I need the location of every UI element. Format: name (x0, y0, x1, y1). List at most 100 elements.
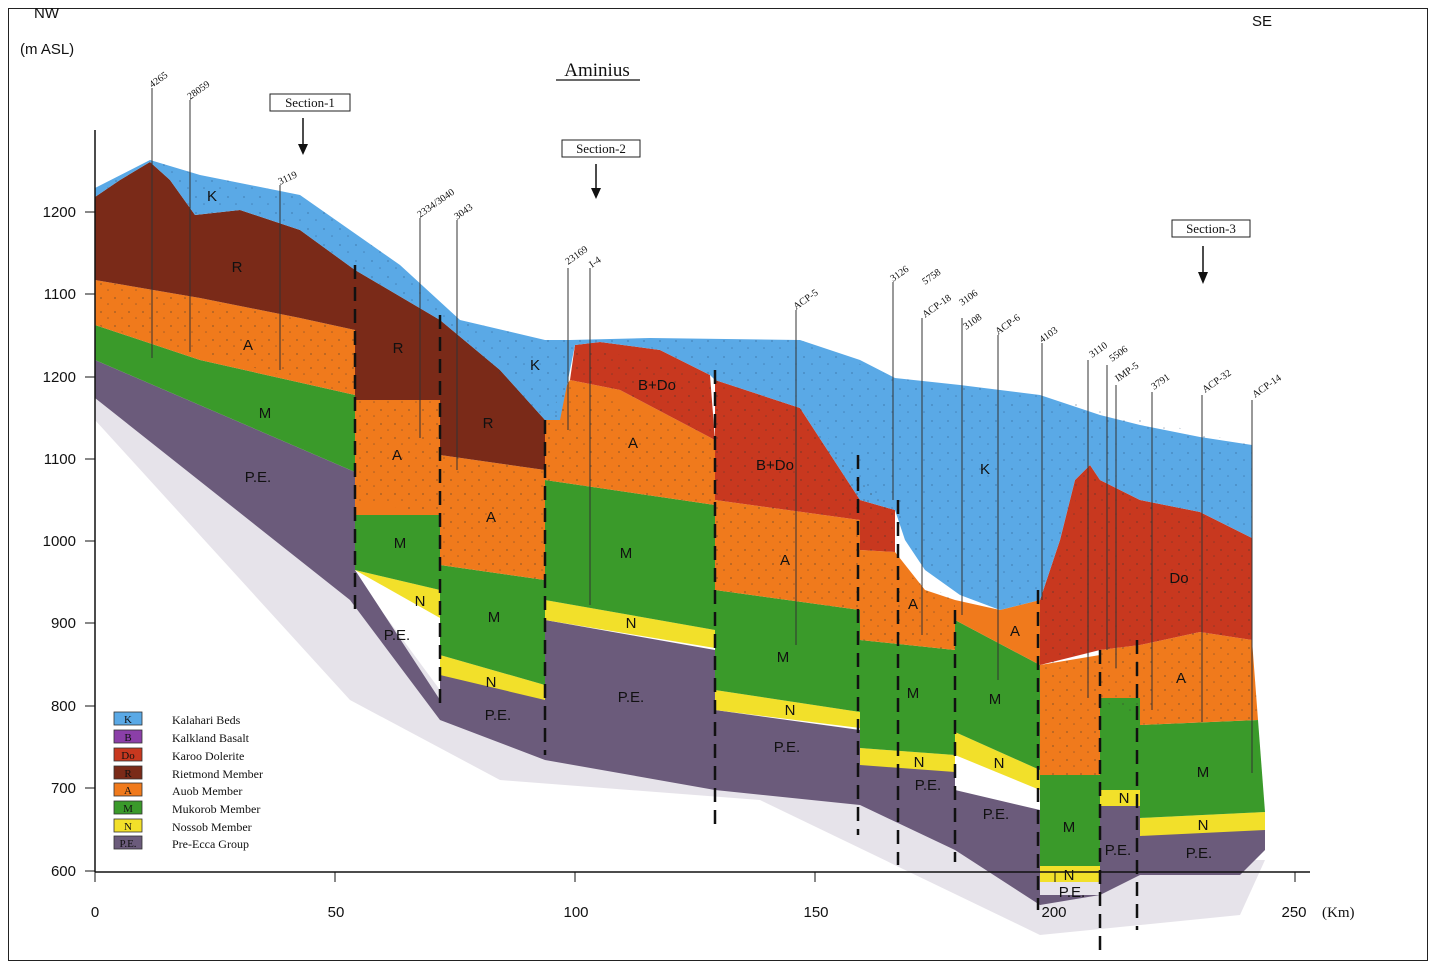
legend-label: Rietmond Member (172, 767, 263, 781)
unit-label: M (989, 691, 1002, 708)
y-tick-label: 1200 (43, 204, 76, 221)
legend-item: R Rietmond Member (113, 765, 263, 781)
unit-label: N (1064, 867, 1075, 884)
down-arrow-icon (298, 144, 308, 155)
mukorob-layer-4 (545, 480, 715, 630)
unit-label: R (232, 259, 243, 276)
unit-label: A (392, 447, 402, 464)
down-arrow-icon (591, 188, 601, 199)
unit-label: M (259, 405, 272, 422)
y-tick-label: 800 (51, 698, 76, 715)
borehole-label: I-4 (587, 255, 603, 271)
nossob-layer-1 (355, 570, 440, 618)
unit-label: K (980, 461, 990, 478)
borehole-label: ACP-6 (993, 313, 1022, 338)
legend-label: Pre-Ecca Group (172, 837, 249, 851)
y-tick-label: 1000 (43, 533, 76, 550)
nossob-layer-4 (715, 690, 860, 728)
mukorob-layer-10 (1140, 720, 1265, 818)
borehole-label: 5506 (1107, 344, 1130, 364)
unit-label: N (626, 615, 637, 632)
legend-item: P.E. Pre-Ecca Group (113, 835, 249, 851)
legend-item: N Nossob Member (113, 818, 252, 834)
mukorob-layer-3 (440, 565, 545, 685)
mukorob-layer-1 (95, 325, 355, 472)
unit-label: P.E. (245, 469, 271, 486)
unit-label: R (483, 415, 494, 432)
legend-code: Do (121, 750, 135, 762)
borehole-label: ACP-14 (1250, 373, 1283, 401)
unit-label: K (530, 357, 540, 374)
borehole-label: 3106 (957, 288, 980, 308)
rietmond-layer-1 (95, 162, 355, 330)
borehole-label: ACP-5 (791, 288, 820, 313)
legend-label: Auob Member (172, 784, 242, 798)
legend-code: A (124, 785, 132, 797)
rietmond-layer-2 (355, 270, 440, 400)
unit-label: P.E. (1186, 845, 1212, 862)
section-shadow (95, 390, 1265, 935)
legend-code: K (124, 714, 132, 726)
mukorob-layer-6 (860, 640, 955, 755)
borehole-label: 2334/3040 (415, 187, 456, 221)
borehole-label: 4103 (1037, 325, 1060, 345)
nossob-layer-8 (1100, 790, 1140, 806)
x-tick-label: 50 (328, 904, 345, 921)
unit-label: A (1010, 623, 1020, 640)
legend-label: Mukorob Member (172, 802, 260, 816)
unit-label: B+Do (638, 377, 676, 394)
x-axis: 0 50 100 150 200 250 (Km) (91, 871, 1355, 921)
legend-item: M Mukorob Member (113, 800, 260, 816)
unit-label: M (777, 649, 790, 666)
unit-label: N (914, 754, 925, 771)
legend-item: Do Karoo Dolerite (113, 747, 244, 763)
unit-label: Do (1169, 570, 1188, 587)
unit-label: R (393, 340, 404, 357)
legend-code: M (123, 803, 133, 815)
borehole-label: 3043 (452, 202, 475, 222)
unit-label: A (1176, 670, 1186, 687)
unit-label: P.E. (384, 627, 410, 644)
y-tick-label: 600 (51, 863, 76, 880)
borehole-label: 3126 (888, 264, 911, 284)
nossob-layer-2 (440, 655, 545, 700)
unit-label: M (1197, 764, 1210, 781)
borehole-label: 5758 (920, 267, 943, 287)
mukorob-layer-7 (955, 620, 1040, 770)
unit-label: P.E. (618, 689, 644, 706)
unit-label: B+Do (756, 457, 794, 474)
section-box (561, 139, 641, 158)
y-axis-unit: (m ASL) (20, 41, 74, 58)
borehole-label: 28059 (185, 79, 212, 102)
rietmond-layer-3 (440, 320, 545, 470)
y-tick-label: 1100 (44, 286, 76, 303)
unit-label: N (1119, 790, 1130, 807)
x-tick-label: 0 (91, 904, 99, 921)
legend-item: K Kalahari Beds (113, 711, 241, 727)
borehole-label: 3119 (277, 169, 299, 187)
section-label: Section-2 (576, 141, 626, 156)
unit-label: M (1063, 819, 1076, 836)
mukorob-layer-8 (1040, 775, 1100, 866)
nossob-layer-9 (1140, 812, 1265, 836)
legend-code: N (124, 821, 132, 833)
unit-label: N (994, 755, 1005, 772)
down-arrow-icon (1198, 272, 1208, 284)
borehole-label: 4265 (147, 70, 170, 90)
x-axis-unit: (Km) (1322, 905, 1355, 921)
unit-label: N (785, 702, 796, 719)
section-label: Section-3 (1186, 221, 1236, 236)
unit-label: N (1198, 817, 1209, 834)
x-tick-label: 200 (1041, 904, 1066, 921)
unit-label: P.E. (915, 777, 941, 794)
nossob-layer-3 (545, 600, 715, 648)
x-tick-label: 150 (803, 904, 828, 921)
legend-label: Karoo Dolerite (172, 749, 244, 763)
unit-label: A (780, 552, 790, 569)
unit-label: P.E. (983, 806, 1009, 823)
legend-label: Nossob Member (172, 820, 252, 834)
y-tick-label: 900 (51, 615, 76, 632)
legend-label: Kalahari Beds (172, 713, 241, 727)
borehole-lines (151, 88, 1253, 773)
